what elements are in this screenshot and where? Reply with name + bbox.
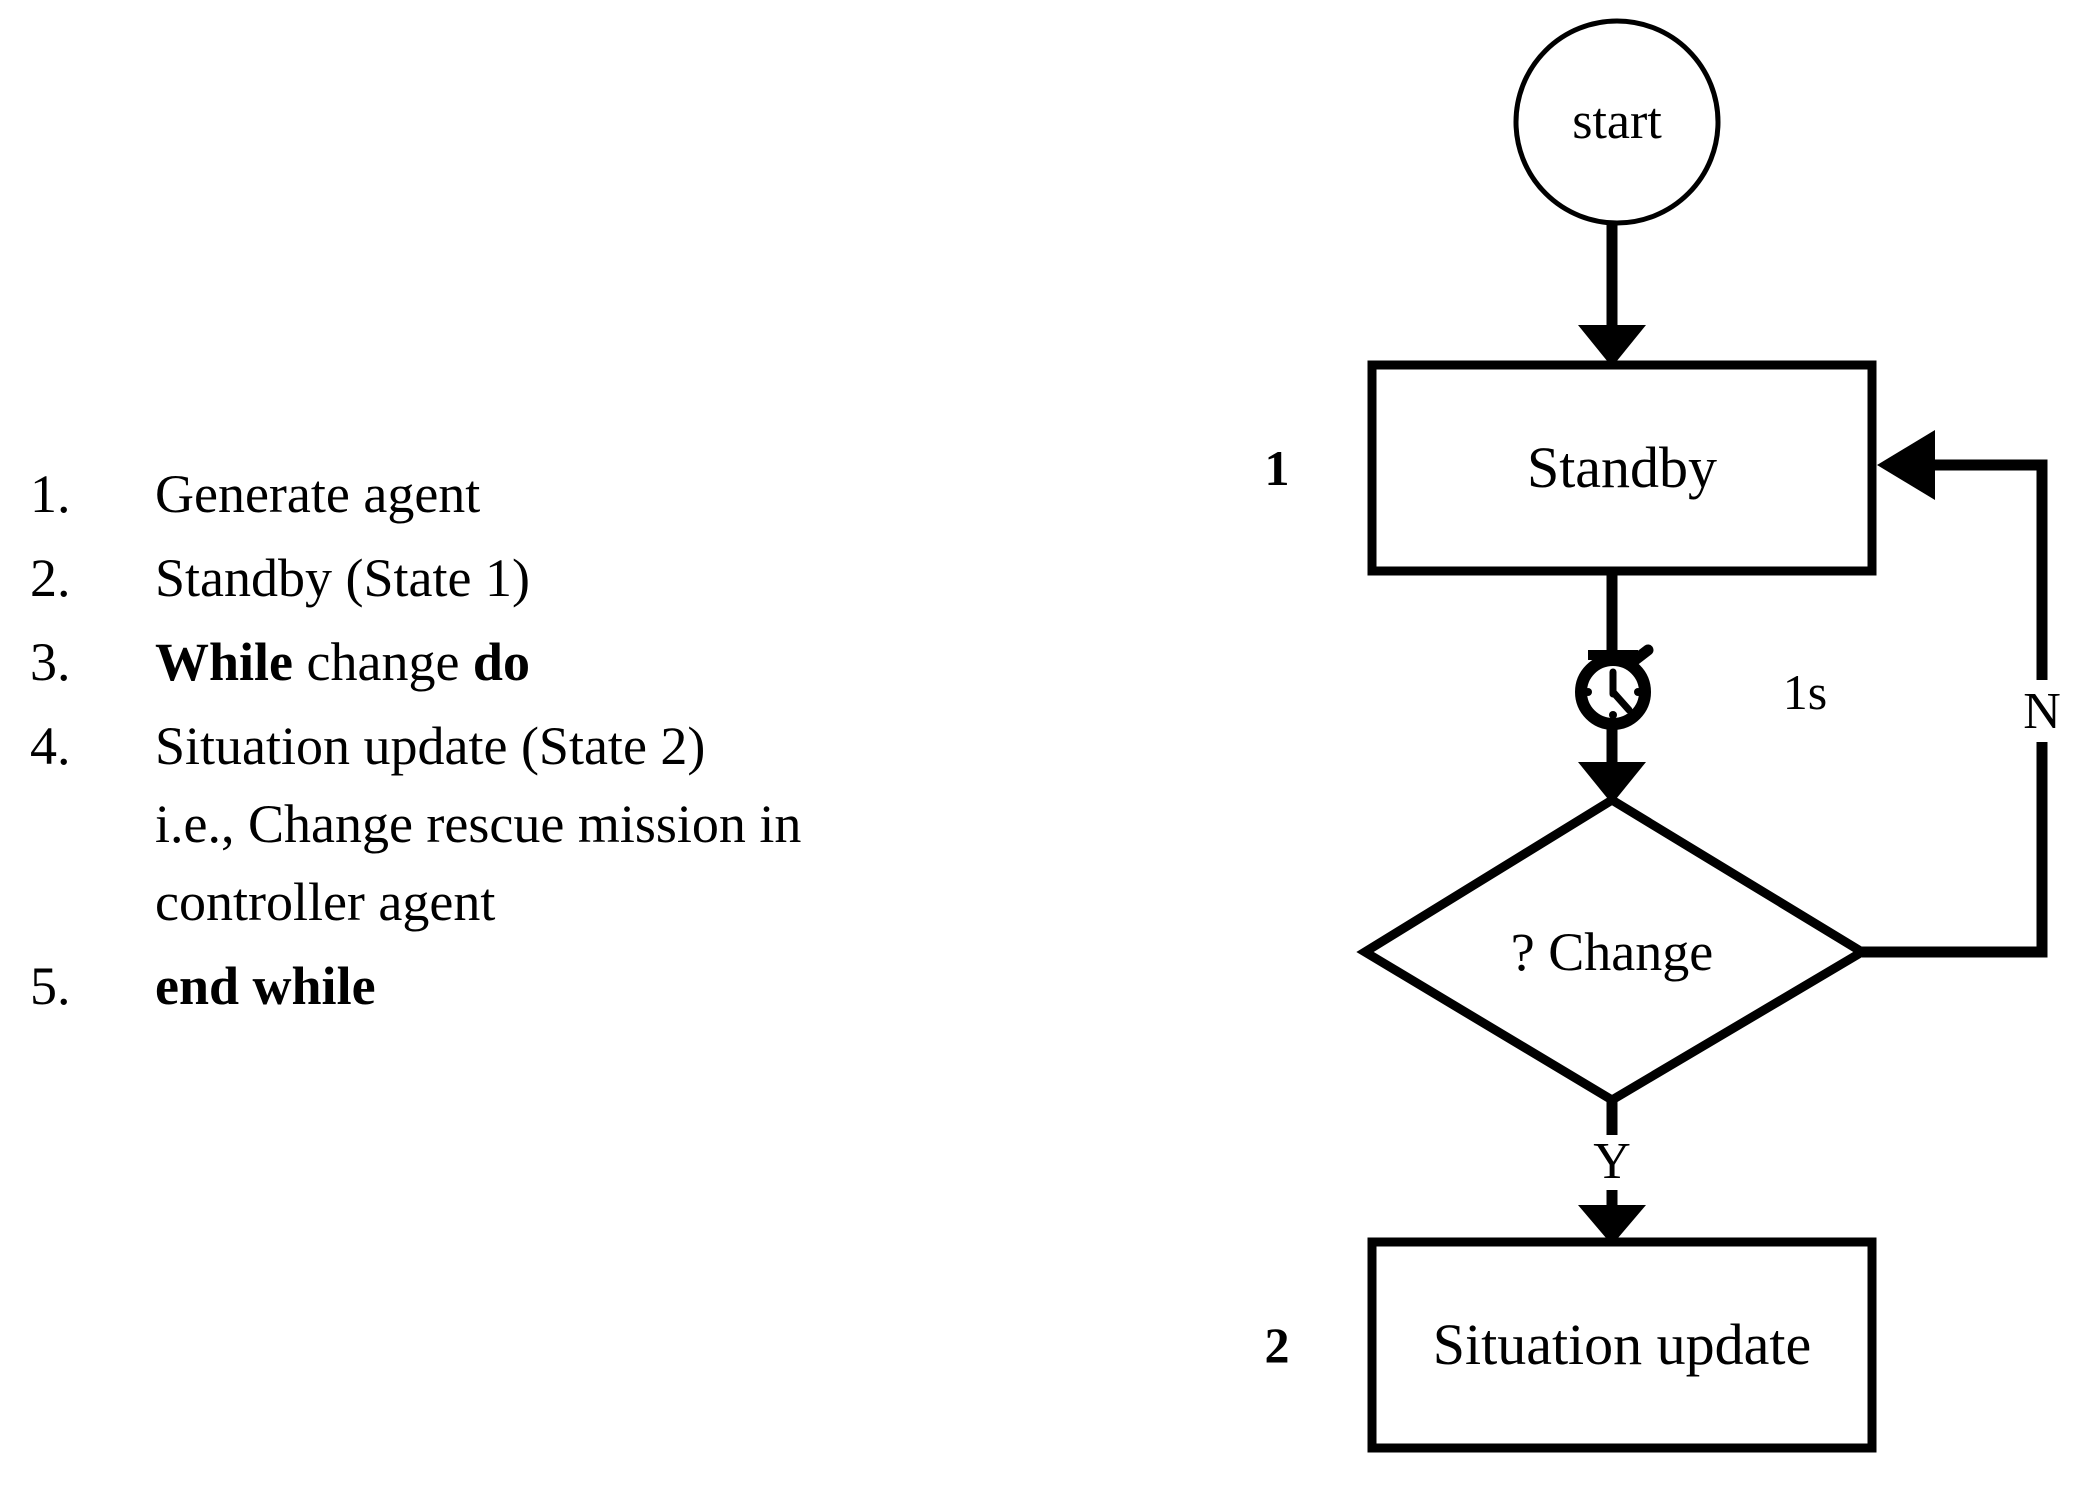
situation-update-state-number: 2	[1264, 1317, 1290, 1373]
list-item: 2. Standby (State 1)	[30, 539, 910, 617]
stopwatch-icon	[1575, 644, 1654, 730]
edge-no-branch-lower	[1862, 742, 2048, 958]
list-item-number: 1.	[30, 464, 71, 524]
list-item-line: While change do	[155, 623, 910, 701]
list-item-number: 4.	[30, 716, 71, 776]
standby-state-number: 1	[1264, 440, 1290, 496]
list-item-line: end while	[155, 947, 910, 1025]
standby-node-label: Standby	[1526, 435, 1718, 500]
arrowhead-no-to-standby	[1877, 430, 1935, 500]
arrowhead-timer-to-decision	[1578, 762, 1646, 804]
list-item: 1. Generate agent	[30, 455, 910, 533]
pseudocode-list: 1. Generate agent 2. Standby (State 1) 3…	[30, 455, 910, 1031]
standby-node	[1367, 360, 1877, 576]
no-branch-label: N	[2023, 683, 2061, 740]
list-item-text: Situation update (State 2) i.e., Change …	[155, 707, 910, 941]
keyword-end-while: end while	[155, 956, 376, 1016]
yes-branch-label: Y	[1593, 1133, 1631, 1190]
edge-no-branch-upper	[1925, 459, 2048, 680]
arrowhead-start-to-standby	[1578, 325, 1646, 367]
list-item-text: Generate agent	[155, 455, 910, 533]
list-item: 4. Situation update (State 2) i.e., Chan…	[30, 707, 910, 941]
list-item-number: 3.	[30, 632, 71, 692]
list-item-text: Standby (State 1)	[155, 539, 910, 617]
list-item-line: Situation update (State 2)	[155, 716, 706, 776]
list-item-continuation-line: i.e., Change rescue mission in	[155, 794, 802, 854]
list-item-text: end while	[155, 947, 910, 1025]
keyword-do: do	[472, 632, 530, 692]
list-item-line: Standby (State 1)	[155, 548, 530, 608]
list-item-text: While change do	[155, 623, 910, 701]
start-node-label: start	[1572, 93, 1662, 150]
keyword-while: While	[155, 632, 294, 692]
arrowhead-yes-to-situation-update	[1578, 1205, 1646, 1245]
list-item: 5. end while	[30, 947, 910, 1025]
list-item-line: Generate agent	[155, 464, 481, 524]
decision-node-label: ? Change	[1510, 922, 1714, 982]
list-item-number: 5.	[30, 956, 71, 1016]
list-item-continuation-line: controller agent	[155, 872, 496, 932]
list-item: 3. While change do	[30, 623, 910, 701]
timer-duration-label: 1s	[1782, 664, 1828, 720]
condition-change: change	[293, 632, 473, 692]
list-item-number: 2.	[30, 548, 71, 608]
situation-update-node	[1367, 1237, 1877, 1453]
situation-update-node-label: Situation update	[1432, 1312, 1812, 1377]
